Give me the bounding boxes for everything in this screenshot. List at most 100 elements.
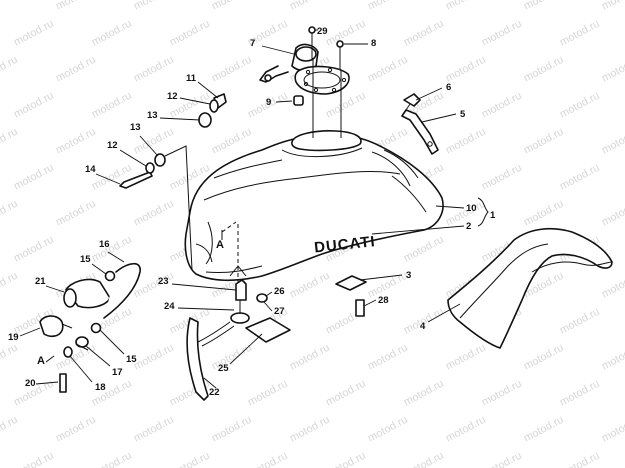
callout-label-5: 5	[460, 109, 466, 120]
leader-line-4	[427, 303, 461, 323]
watermark-text: motod.ru	[90, 234, 134, 265]
screw-8	[336, 40, 344, 70]
watermark-text: motod.ru	[600, 0, 625, 13]
watermark-text: motod.ru	[522, 198, 566, 229]
watermark-text: motod.ru	[132, 342, 176, 373]
watermark-text: motod.ru	[402, 18, 446, 49]
leader-line-5	[421, 113, 457, 123]
callout-label-1: 1	[490, 210, 496, 221]
watermark-text: motod.ru	[54, 126, 98, 157]
callout-label-3: 3	[406, 270, 411, 281]
watermark-text: motod.ru	[600, 414, 625, 445]
leader-line-12	[119, 149, 147, 167]
hose-clip-19	[39, 315, 73, 338]
watermark-text: motod.ru	[444, 126, 488, 157]
bracket-group-1	[477, 197, 489, 227]
callout-label-15: 15	[126, 354, 137, 365]
callout-label-6: 6	[446, 82, 451, 93]
watermark-text: motod.ru	[600, 198, 625, 229]
seat	[447, 227, 613, 349]
watermark-text: motod.ru	[480, 18, 524, 49]
watermark-text: motod.ru	[480, 450, 524, 468]
callout-label-2: 2	[466, 221, 471, 232]
watermark-text: motod.ru	[90, 90, 134, 121]
callout-label-13: 13	[147, 110, 158, 121]
callout-label-24: 24	[164, 301, 175, 312]
callout-label-8: 8	[371, 38, 376, 49]
watermark-text: motod.ru	[288, 270, 332, 301]
filler-flange	[294, 65, 350, 95]
watermark-text: motod.ru	[480, 90, 524, 121]
watermark-text: motod.ru	[54, 342, 98, 373]
watermark-text: motod.ru	[210, 126, 254, 157]
callout-label-23: 23	[158, 276, 169, 287]
rear-bracket	[401, 93, 439, 155]
watermark-text: motod.ru	[444, 342, 488, 373]
watermark-text: motod.ru	[522, 414, 566, 445]
watermark-text: motod.ru	[558, 90, 602, 121]
watermark-text: motod.ru	[558, 378, 602, 409]
callout-label-12: 12	[107, 140, 118, 151]
leader-line-12	[179, 97, 211, 105]
leader-line-2	[371, 225, 465, 235]
watermark-text: motod.ru	[558, 306, 602, 337]
fuel-tap-23-24	[197, 279, 250, 347]
watermark-text: motod.ru	[246, 378, 290, 409]
leader-line-27	[263, 301, 273, 312]
watermark-text: motod.ru	[12, 162, 56, 193]
watermark-text: motod.ru	[558, 18, 602, 49]
clamp-15-bottom	[90, 322, 102, 334]
watermark-text: motod.ru	[324, 378, 368, 409]
union-17	[75, 336, 89, 351]
watermark-text: motod.ru	[444, 54, 488, 85]
watermark-text: motod.ru	[0, 414, 20, 445]
callout-label-26: 26	[274, 286, 285, 297]
watermark-text: motod.ru	[402, 450, 446, 468]
leader-line-20	[35, 381, 59, 385]
watermark-text: motod.ru	[210, 54, 254, 85]
watermark-text: motod.ru	[444, 0, 488, 13]
gasket-25	[245, 317, 291, 343]
leader-lines	[19, 29, 465, 389]
leader-line-26	[265, 291, 273, 297]
watermark-text: motod.ru	[132, 414, 176, 445]
leader-line-10	[435, 205, 465, 209]
leader-line-25	[229, 333, 263, 365]
watermark-text: motod.ru	[402, 234, 446, 265]
nut-26-27	[256, 293, 268, 303]
callout-label-4: 4	[420, 321, 426, 332]
washer-12-lower	[145, 162, 155, 174]
watermark-text: motod.ru	[210, 342, 254, 373]
leader-line-17	[85, 345, 111, 367]
watermark-text: motod.ru	[54, 54, 98, 85]
leader-line-14	[95, 173, 121, 185]
leader-line-13	[139, 135, 159, 157]
leader-line-19	[19, 327, 41, 337]
watermark-text: motod.ru	[480, 162, 524, 193]
watermark-text: motod.ru	[366, 414, 410, 445]
leader-line-24	[177, 307, 235, 311]
callout-label-7: 7	[250, 38, 255, 49]
bolt-28	[355, 299, 365, 317]
callout-label-19: 19	[8, 332, 19, 343]
leader-line-15	[99, 329, 125, 355]
callout-label-16: 16	[99, 239, 110, 250]
watermark-text: motod.ru	[0, 0, 20, 13]
leader-line-18	[69, 355, 93, 383]
watermark-text: motod.ru	[288, 342, 332, 373]
bolt-14	[119, 171, 153, 189]
watermark-text: motod.ru	[0, 126, 20, 157]
watermark-text: motod.ru	[324, 450, 368, 468]
callout-label-13: 13	[130, 122, 141, 133]
watermark-text: motod.ru	[54, 414, 98, 445]
screw-20	[59, 373, 67, 393]
rubber-mount-3	[335, 275, 367, 291]
callout-label-20: 20	[25, 378, 36, 389]
leader-line-22	[203, 377, 217, 389]
watermark-text: motod.ru	[210, 0, 254, 13]
callout-label-22: 22	[209, 387, 220, 398]
leader-line-3	[359, 274, 403, 281]
washer-12-top	[209, 99, 219, 113]
fuel-tank	[184, 130, 444, 282]
